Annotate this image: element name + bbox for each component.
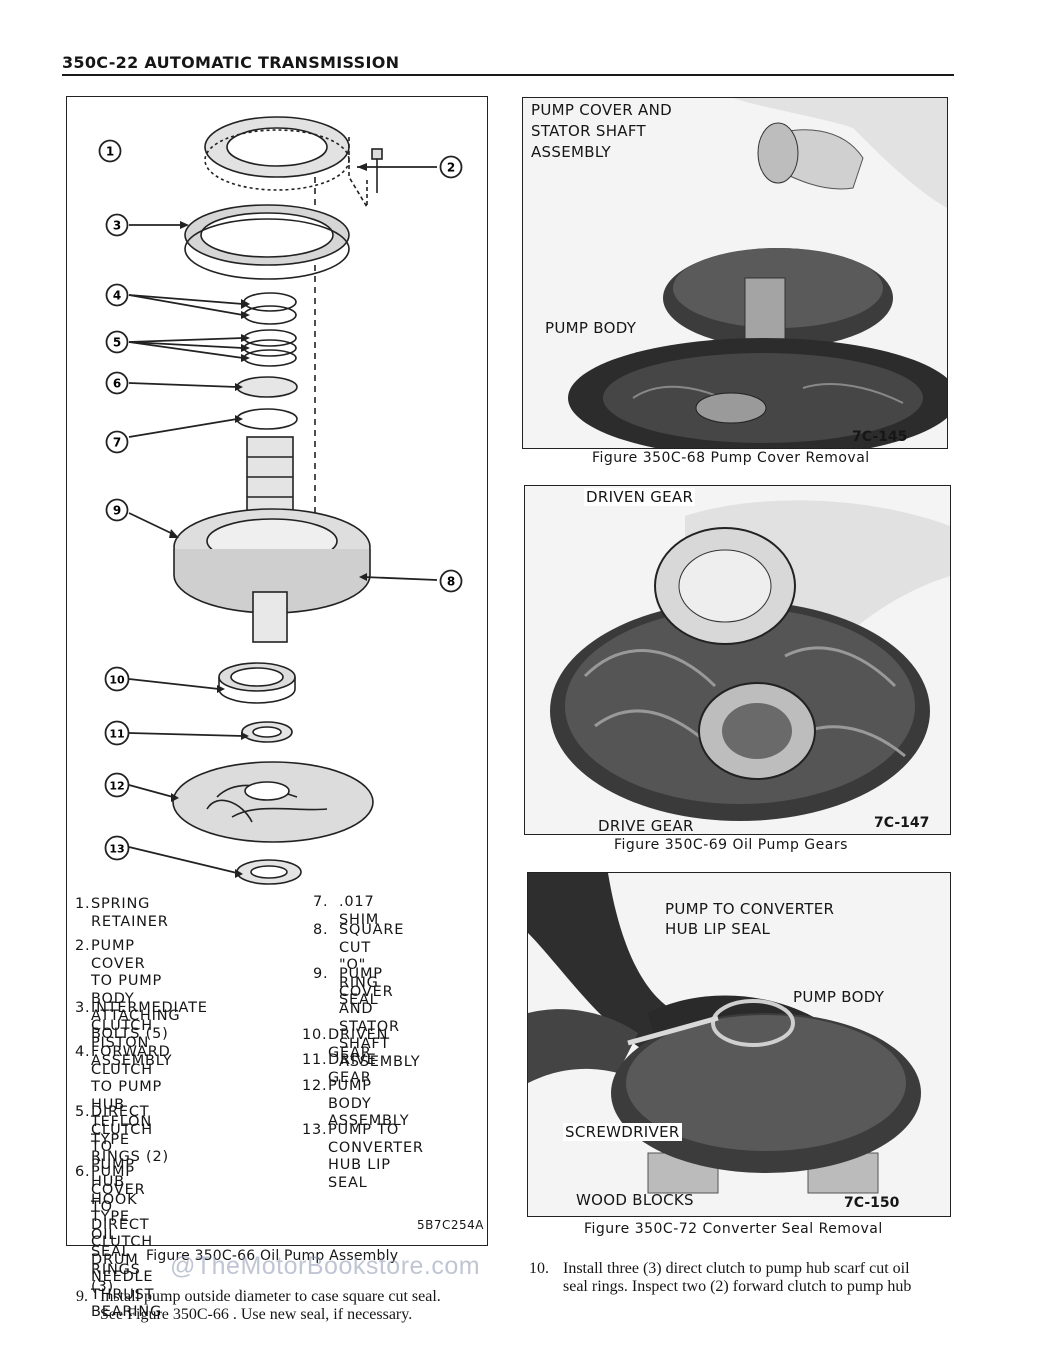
drawing-code: 5B7C254A (417, 1218, 484, 1232)
callout-2: 2 (439, 155, 463, 184)
figure-66-caption: Figure 350C-66 Oil Pump Assembly (146, 1248, 399, 1264)
callout-7: 7 (105, 430, 129, 459)
svg-text:8: 8 (447, 575, 455, 589)
figure-68-caption: Figure 350C-68 Pump Cover Removal (592, 450, 870, 466)
step-10-number: 10. (529, 1260, 549, 1277)
callout-1: 1 (98, 139, 122, 168)
figure-66-frame: 1 2 3 4 5 6 7 9 8 10 11 (66, 96, 488, 1320)
svg-text:6: 6 (113, 377, 121, 391)
svg-text:11: 11 (109, 728, 124, 741)
drive-gear-part (241, 721, 293, 743)
photo-tag: 7C-145 (852, 429, 908, 445)
label-drive-gear: DRIVE GEAR (598, 817, 694, 835)
callout-5: 5 (105, 330, 129, 359)
callout-9: 9 (105, 498, 129, 527)
label-pump-body: PUMP BODY (545, 319, 637, 337)
figure-72-photo: PUMP TO CONVERTER HUB LIP SEAL PUMP BODY… (527, 872, 951, 1217)
page-header-title: 350C-22 AUTOMATIC TRANSMISSION (62, 53, 400, 72)
intermediate-piston-part (184, 204, 350, 280)
driven-gear-part (218, 662, 296, 704)
callout-13: 13 (104, 835, 130, 866)
label-driven-gear: DRIVEN GEAR (584, 488, 696, 506)
svg-text:7: 7 (113, 436, 121, 450)
label-pump-cover-stator: PUMP COVER AND STATOR SHAFT ASSEMBLY (531, 101, 672, 161)
figure-72-caption: Figure 350C-72 Converter Seal Removal (584, 1221, 883, 1237)
callout-3: 3 (105, 213, 129, 242)
pump-cover-removal-illustration (568, 98, 947, 448)
svg-text:4: 4 (113, 289, 121, 303)
watermark: @TheMotorBookstore.com (170, 1252, 481, 1280)
svg-text:9: 9 (113, 504, 121, 518)
lip-seal-part (236, 859, 302, 885)
attaching-bolt-part (371, 148, 383, 193)
callout-8: 8 (439, 569, 463, 598)
converter-seal-removal-illustration (528, 873, 921, 1194)
label-pump-body: PUMP BODY (793, 988, 885, 1006)
svg-text:5: 5 (113, 336, 121, 350)
callout-4: 4 (105, 283, 129, 312)
figure-69-photo: DRIVEN GEAR DRIVE GEAR 7C-147 (524, 485, 951, 835)
label-wood-blocks: WOOD BLOCKS (576, 1191, 694, 1209)
step-10-line-2: seal rings. Inspect two (2) forward clut… (563, 1278, 912, 1295)
pump-cover-part (173, 508, 371, 614)
svg-text:12: 12 (109, 780, 124, 793)
step-10-line-1: Install three (3) direct clutch to pump … (563, 1260, 910, 1277)
svg-text:3: 3 (113, 219, 121, 233)
header-rule (62, 74, 954, 76)
oil-pump-gears-illustration (550, 500, 950, 821)
callout-12: 12 (104, 772, 130, 803)
label-screwdriver: SCREWDRIVER (563, 1123, 682, 1141)
svg-text:13: 13 (109, 843, 124, 856)
step-9-line-2: See Figure 350C-66 . Use new seal, if ne… (100, 1306, 413, 1323)
callout-10: 10 (104, 666, 130, 697)
figure-68-photo: PUMP COVER AND STATOR SHAFT ASSEMBLY PUM… (522, 97, 948, 449)
pump-body-part (172, 761, 374, 843)
callout-6: 6 (105, 371, 129, 400)
step-9-number: 9. (76, 1288, 88, 1305)
photo-tag: 7C-147 (874, 815, 930, 831)
exploded-view-diagram (128, 116, 438, 885)
callout-11: 11 (104, 720, 130, 751)
svg-text:1: 1 (106, 145, 114, 159)
svg-text:10: 10 (109, 674, 125, 687)
svg-text:2: 2 (447, 161, 455, 175)
photo-tag: 7C-150 (844, 1195, 900, 1211)
step-9-line-1: Install pump outside diameter to case sq… (100, 1288, 441, 1305)
label-lip-seal: PUMP TO CONVERTER HUB LIP SEAL (665, 900, 835, 938)
figure-69-caption: Figure 350C-69 Oil Pump Gears (614, 837, 848, 853)
spring-retainer-part (204, 116, 350, 191)
